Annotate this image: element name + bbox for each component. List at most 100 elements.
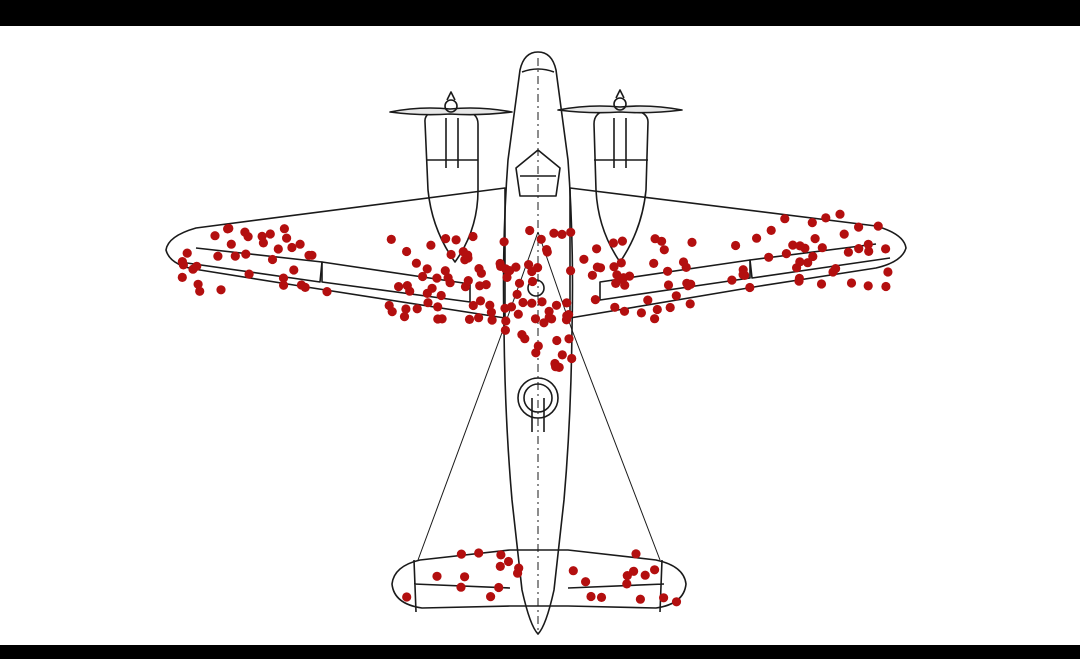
damage-point-left-wing-inner — [474, 264, 484, 274]
damage-point-right-wing-outer — [795, 241, 805, 251]
damage-point-right-wing-inner — [579, 254, 589, 264]
damage-point-left-wing-inner — [475, 296, 486, 306]
damage-point-left-wing-inner — [402, 246, 412, 257]
damage-point-right-wing-outer — [810, 234, 820, 244]
damage-point-right-tailplane — [568, 566, 578, 576]
damage-point-right-wing-outer — [727, 275, 737, 285]
damage-point-right-wing-inner — [663, 266, 673, 276]
damage-point-left-wing-outer — [279, 280, 289, 290]
left-wing-outline — [165, 187, 506, 319]
damage-point-left-wing-inner — [399, 312, 410, 322]
damage-point-left-wing-inner — [463, 276, 473, 286]
damage-point-left-wing-outer — [322, 287, 332, 297]
damage-point-left-wing-inner — [468, 300, 478, 311]
damage-point-right-wing-inner — [649, 258, 659, 268]
damage-point-fuselage-center — [530, 314, 541, 324]
damage-point-left-wing-inner — [401, 304, 411, 314]
damage-point-fuselage-center — [518, 297, 528, 308]
damage-point-left-wing-inner — [426, 240, 436, 250]
damage-point-right-tailplane — [631, 549, 641, 559]
damage-point-right-wing-inner — [619, 306, 630, 316]
damage-point-left-wing-inner — [474, 313, 484, 323]
damage-point-left-tailplane — [402, 592, 412, 602]
damage-point-right-wing-outer — [881, 281, 891, 292]
damage-point-left-wing-outer — [216, 285, 226, 295]
damage-point-right-wing-outer — [873, 221, 883, 231]
damage-point-right-wing-inner — [566, 227, 576, 237]
damage-point-left-wing-outer — [192, 261, 202, 271]
damage-point-left-wing-outer — [265, 229, 275, 239]
damage-point-right-wing-outer — [803, 258, 813, 268]
damage-point-right-wing-inner — [636, 308, 647, 318]
damage-point-right-wing-inner — [678, 257, 689, 267]
damage-point-right-wing-inner — [616, 258, 626, 268]
damage-point-left-wing-outer — [177, 272, 187, 282]
right-engine-cowl — [594, 118, 648, 168]
damage-point-right-wing-outer — [843, 247, 854, 257]
damage-point-left-wing-outer — [244, 269, 254, 279]
damage-point-left-wing-inner — [436, 290, 446, 301]
damage-point-right-wing-inner — [592, 262, 603, 272]
damage-point-left-tailplane — [503, 556, 514, 567]
damage-point-right-wing-outer — [817, 243, 827, 253]
damage-point-left-wing-outer — [177, 257, 187, 267]
damage-point-left-wing-inner — [446, 249, 456, 260]
damage-point-right-wing-inner — [611, 278, 621, 288]
damage-point-left-wing-outer — [304, 250, 314, 260]
damage-point-fuselage-center — [566, 266, 576, 276]
left-engine-cowl — [426, 118, 478, 168]
damage-point-fuselage-center — [527, 276, 538, 287]
damage-point-left-wing-inner — [422, 264, 432, 274]
damage-point-right-tailplane — [622, 579, 632, 589]
damage-point-right-wing-outer — [807, 218, 817, 228]
damage-point-left-wing-inner — [468, 231, 478, 242]
damage-point-fuselage-center — [557, 350, 567, 360]
right-flap — [599, 259, 751, 301]
damage-point-fuselage-center — [536, 234, 546, 244]
damage-point-left-wing-inner — [451, 235, 461, 245]
damage-point-left-wing-outer — [296, 280, 306, 290]
damage-point-left-wing-outer — [193, 279, 203, 289]
damage-point-left-wing-outer — [287, 242, 297, 253]
damage-point-fuselage-center — [500, 325, 510, 335]
damage-markers — [177, 209, 893, 607]
damage-point-fuselage-center — [552, 335, 562, 346]
damage-point-left-wing-inner — [440, 266, 450, 276]
damage-point-fuselage-center — [524, 260, 534, 270]
damage-point-right-wing-inner — [687, 237, 697, 247]
damage-point-left-wing-inner — [412, 304, 422, 314]
damage-point-right-wing-outer — [839, 229, 849, 239]
fuselage-nose-band — [521, 68, 555, 73]
damage-point-left-wing-inner — [443, 273, 453, 283]
damage-point-right-tailplane — [581, 577, 591, 587]
damage-point-right-wing-outer — [766, 225, 776, 235]
damage-point-left-wing-inner — [464, 314, 475, 324]
damage-point-left-wing-inner — [387, 307, 397, 317]
damage-point-right-wing-inner — [671, 291, 681, 301]
damage-point-left-wing-inner — [394, 282, 404, 292]
damage-point-fuselage-center — [501, 316, 511, 326]
damage-point-right-wing-inner — [643, 295, 653, 305]
damage-point-right-wing-outer — [764, 252, 774, 262]
damage-point-left-tailplane — [496, 550, 506, 560]
damage-point-fuselage-center — [533, 263, 543, 273]
damage-point-right-wing-outer — [831, 264, 841, 274]
damage-point-fuselage-center — [520, 334, 530, 344]
damage-point-left-tailplane — [432, 571, 442, 581]
damage-point-left-tailplane — [494, 582, 504, 593]
damage-point-fuselage-center — [539, 318, 549, 328]
damage-point-right-wing-inner — [686, 279, 696, 289]
damage-point-left-tailplane — [513, 568, 523, 578]
damage-point-right-wing-inner — [592, 244, 602, 254]
damage-point-fuselage-center — [537, 297, 547, 307]
damage-point-right-tailplane — [622, 571, 632, 581]
damage-point-fuselage-center — [564, 334, 574, 344]
damage-point-right-tailplane — [659, 593, 669, 603]
damage-point-right-wing-outer — [881, 244, 891, 254]
damage-point-right-wing-outer — [731, 240, 741, 251]
damage-point-fuselage-center — [533, 341, 543, 351]
damage-point-right-wing-outer — [745, 282, 755, 293]
right-propeller — [557, 89, 683, 114]
damage-point-left-wing-inner — [411, 258, 421, 268]
damage-point-right-tailplane — [640, 570, 650, 580]
